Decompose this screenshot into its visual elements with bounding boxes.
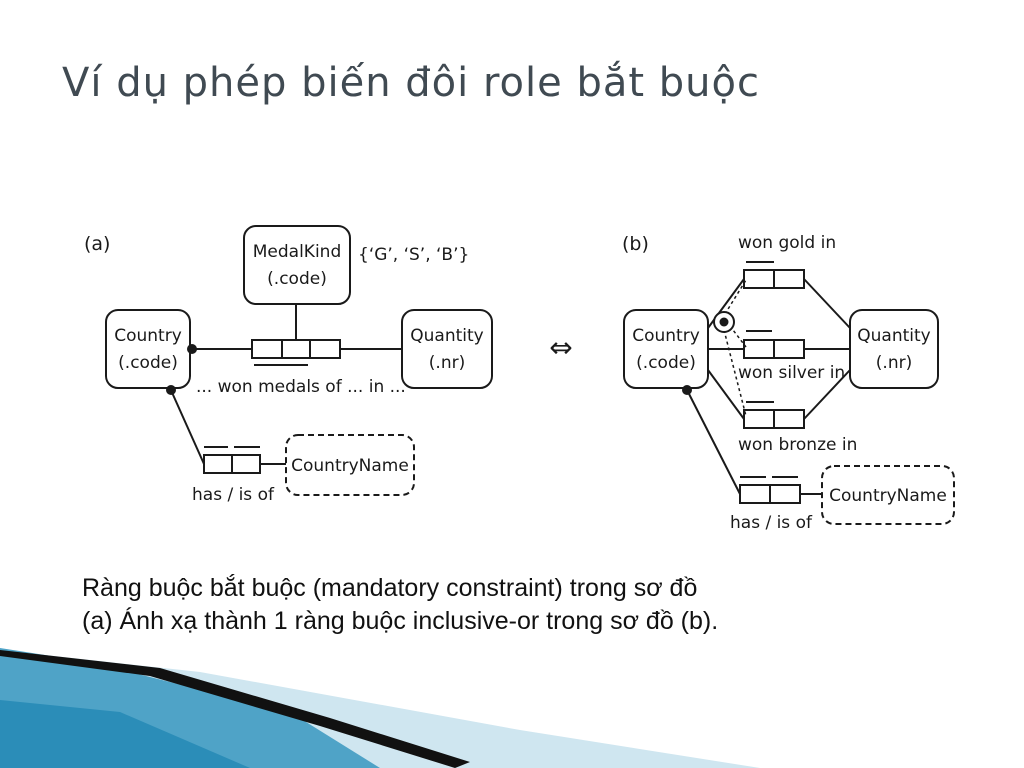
quantity-name-a: Quantity [410, 326, 483, 346]
won-silver-label: won silver in [738, 363, 845, 383]
countryname-value-b [821, 465, 955, 525]
slide-title: Ví dụ phép biến đôi role bắt buộc [62, 60, 760, 106]
country-name-a: Country [114, 326, 182, 346]
diagram-b: (b) Country (.code) Quantity (.nr) won g… [622, 233, 955, 533]
quantity-refmode-b: (.nr) [876, 353, 912, 373]
medalkind-refmode: (.code) [267, 269, 327, 289]
diagram-a-label: (a) [84, 233, 110, 255]
quantity-refmode-a: (.nr) [429, 353, 465, 373]
swoosh-blue-highlight [0, 700, 250, 768]
value-constraint: {‘G’, ‘S’, ‘B’} [358, 245, 469, 265]
orm-diagram: (a) MedalKind (.code) {‘G’, ‘S’, ‘B’} Co… [84, 225, 955, 533]
equivalence-symbol: ⇔ [549, 331, 572, 364]
country-refmode-a: (.code) [118, 353, 178, 373]
fact-role-box-3 [309, 339, 341, 359]
fact-reading-a: ... won medals of ... in ... [196, 377, 406, 397]
inclusive-or-link-bronze [723, 329, 747, 417]
country-refmode-b: (.code) [636, 353, 696, 373]
swoosh-dark-stroke [0, 650, 470, 768]
mandatory-dot-has-a [166, 385, 176, 395]
caption: Ràng buộc bắt buộc (mandatory constraint… [82, 572, 718, 638]
diagram-a: (a) MedalKind (.code) {‘G’, ‘S’, ‘B’} Co… [84, 225, 493, 505]
inclusive-or-dot [719, 317, 729, 327]
has-reading-a: has / is of [192, 485, 275, 505]
connector-country-has-a [169, 387, 205, 465]
inclusive-or-link-silver [729, 325, 747, 348]
diagram-b-label: (b) [622, 233, 649, 255]
mandatory-dot-has-b [682, 385, 692, 395]
won-gold-label: won gold in [738, 233, 836, 253]
country-name-b: Country [632, 326, 700, 346]
connector-gold-quantity [803, 278, 851, 329]
connector-bronze-quantity [803, 369, 851, 420]
caption-line-1: Ràng buộc bắt buộc (mandatory constraint… [82, 574, 698, 602]
inclusive-or-link-gold [724, 279, 747, 315]
countryname-label-b: CountryName [829, 486, 947, 506]
won-bronze-label: won bronze in [738, 435, 857, 455]
countryname-value-a [285, 434, 415, 496]
countryname-label-a: CountryName [291, 456, 409, 476]
connector-country-has-b [685, 387, 741, 495]
mandatory-dot-a [187, 344, 197, 354]
caption-line-2: (a) Ánh xạ thành 1 ràng buộc inclusive-o… [82, 607, 719, 635]
has-reading-b: has / is of [730, 513, 813, 533]
medalkind-name: MedalKind [253, 242, 342, 262]
quantity-name-b: Quantity [857, 326, 930, 346]
connector-country-bronze [707, 369, 745, 420]
